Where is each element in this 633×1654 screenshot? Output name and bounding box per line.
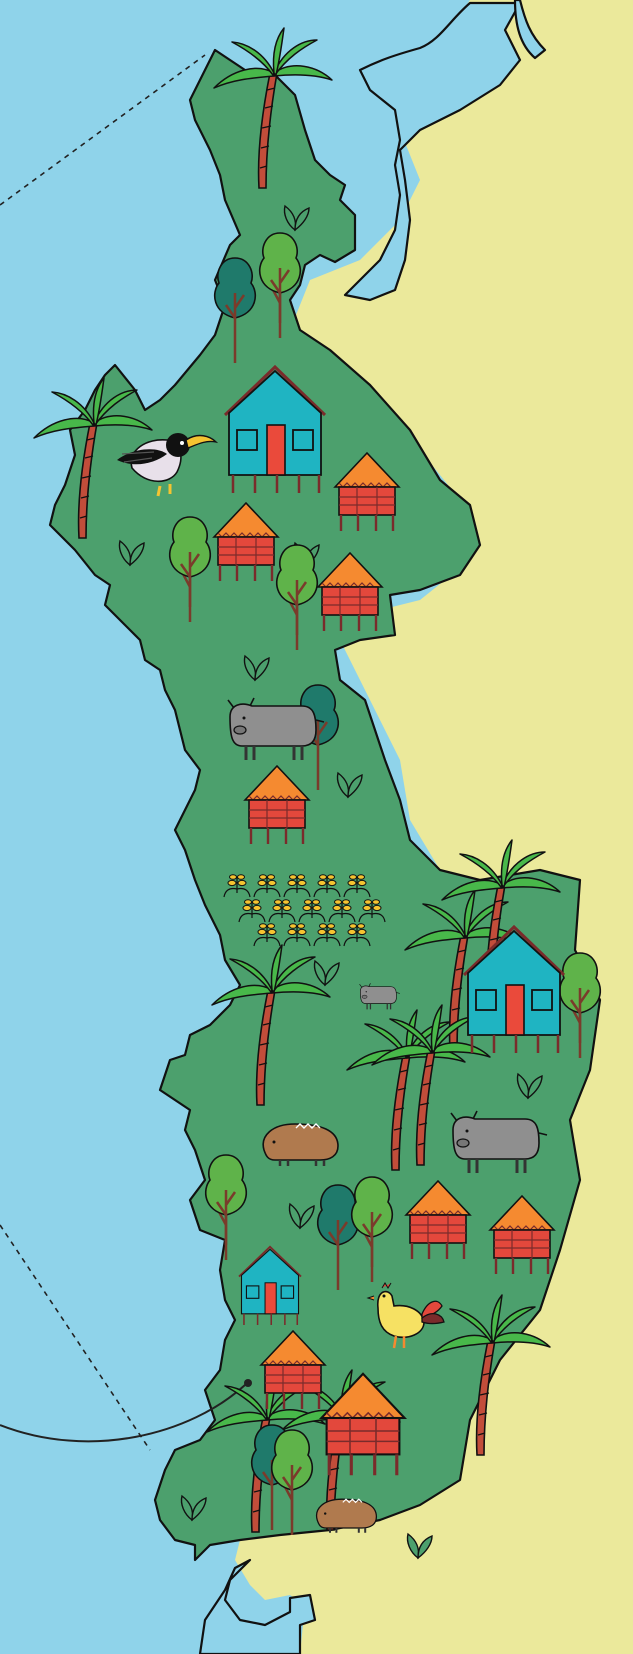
southern-cove (198, 1558, 317, 1654)
route-endpoint (244, 1379, 252, 1387)
solid-route (0, 1384, 246, 1443)
main-island (48, 48, 602, 1562)
dotted-route-north (0, 54, 206, 206)
fjord-inlet (513, 0, 547, 60)
mainland (235, 0, 633, 1654)
chicken (366, 1282, 445, 1349)
hornbill (117, 433, 219, 497)
northern-bay (343, 1, 522, 302)
